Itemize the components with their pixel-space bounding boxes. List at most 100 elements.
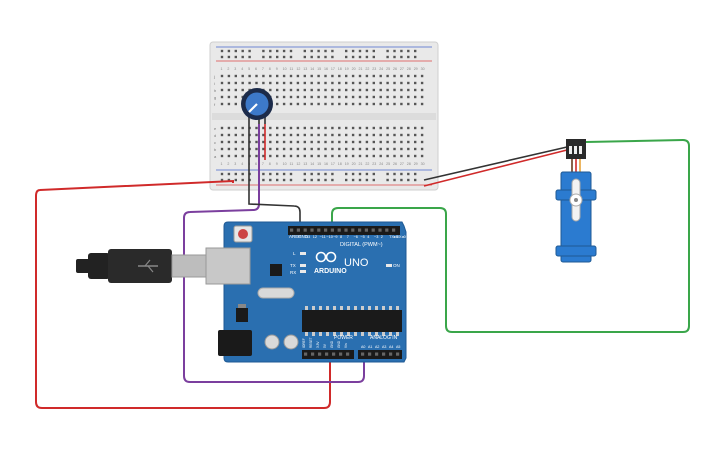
breadboard-hole[interactable] bbox=[310, 126, 313, 130]
breadboard-hole[interactable] bbox=[227, 95, 231, 99]
breadboard-hole[interactable] bbox=[338, 95, 341, 99]
breadboard-hole[interactable] bbox=[310, 140, 313, 144]
breadboard-hole[interactable] bbox=[241, 88, 244, 92]
rail-hole[interactable] bbox=[234, 55, 237, 59]
rail-hole[interactable] bbox=[324, 49, 327, 53]
breadboard-hole[interactable] bbox=[310, 95, 313, 99]
header-pin[interactable] bbox=[344, 228, 348, 232]
breadboard-hole[interactable] bbox=[338, 133, 341, 137]
rail-hole[interactable] bbox=[324, 55, 327, 59]
rail-hole[interactable] bbox=[407, 49, 410, 53]
breadboard-hole[interactable] bbox=[262, 147, 265, 151]
breadboard-hole[interactable] bbox=[241, 74, 244, 78]
breadboard-hole[interactable] bbox=[255, 154, 258, 158]
breadboard-hole[interactable] bbox=[227, 102, 231, 106]
breadboard-hole[interactable] bbox=[227, 147, 231, 151]
rail-hole[interactable] bbox=[282, 49, 286, 53]
rail-hole[interactable] bbox=[351, 178, 355, 182]
breadboard-hole[interactable] bbox=[255, 126, 258, 130]
breadboard-hole[interactable] bbox=[269, 81, 272, 85]
breadboard-hole[interactable] bbox=[338, 81, 341, 85]
rail-hole[interactable] bbox=[241, 49, 244, 53]
breadboard-hole[interactable] bbox=[386, 95, 389, 99]
breadboard-hole[interactable] bbox=[282, 126, 286, 130]
breadboard-hole[interactable] bbox=[282, 95, 286, 99]
breadboard-hole[interactable] bbox=[282, 154, 286, 158]
breadboard-hole[interactable] bbox=[241, 140, 244, 144]
breadboard-hole[interactable] bbox=[420, 126, 424, 130]
breadboard-hole[interactable] bbox=[420, 102, 424, 106]
rail-hole[interactable] bbox=[276, 55, 279, 59]
rail-hole[interactable] bbox=[400, 49, 403, 53]
header-pin[interactable] bbox=[317, 228, 321, 232]
breadboard-hole[interactable] bbox=[386, 88, 389, 92]
breadboard-hole[interactable] bbox=[400, 154, 403, 158]
breadboard-hole[interactable] bbox=[317, 102, 320, 106]
breadboard-hole[interactable] bbox=[358, 154, 362, 158]
breadboard-hole[interactable] bbox=[331, 140, 334, 144]
breadboard-hole[interactable] bbox=[289, 133, 293, 137]
rail-hole[interactable] bbox=[310, 49, 313, 53]
breadboard-hole[interactable] bbox=[372, 140, 375, 144]
wire-red-servo[interactable] bbox=[423, 149, 568, 187]
breadboard-hole[interactable] bbox=[379, 147, 382, 151]
breadboard-hole[interactable] bbox=[393, 74, 396, 78]
breadboard-hole[interactable] bbox=[393, 88, 396, 92]
breadboard-hole[interactable] bbox=[262, 133, 265, 137]
breadboard-hole[interactable] bbox=[414, 95, 417, 99]
breadboard-hole[interactable] bbox=[241, 147, 244, 151]
breadboard-hole[interactable] bbox=[220, 81, 224, 85]
breadboard-hole[interactable] bbox=[220, 74, 224, 78]
breadboard-hole[interactable] bbox=[227, 88, 231, 92]
rail-hole[interactable] bbox=[351, 55, 355, 59]
rail-hole[interactable] bbox=[400, 172, 403, 176]
breadboard-hole[interactable] bbox=[296, 140, 300, 144]
rail-hole[interactable] bbox=[289, 55, 293, 59]
breadboard-hole[interactable] bbox=[317, 154, 320, 158]
breadboard-hole[interactable] bbox=[372, 126, 375, 130]
breadboard-hole[interactable] bbox=[324, 133, 327, 137]
breadboard-hole[interactable] bbox=[358, 133, 362, 137]
rail-hole[interactable] bbox=[310, 55, 313, 59]
breadboard-hole[interactable] bbox=[324, 147, 327, 151]
rail-hole[interactable] bbox=[241, 178, 244, 182]
header-pin[interactable] bbox=[337, 228, 341, 232]
rail-hole[interactable] bbox=[358, 55, 362, 59]
breadboard-hole[interactable] bbox=[386, 102, 389, 106]
power-pin[interactable] bbox=[332, 352, 336, 356]
breadboard-hole[interactable] bbox=[386, 81, 389, 85]
breadboard-hole[interactable] bbox=[241, 133, 244, 137]
rail-hole[interactable] bbox=[227, 172, 231, 176]
breadboard-hole[interactable] bbox=[379, 102, 382, 106]
breadboard-hole[interactable] bbox=[372, 102, 375, 106]
rail-hole[interactable] bbox=[386, 55, 389, 59]
breadboard-hole[interactable] bbox=[303, 74, 306, 78]
breadboard-hole[interactable] bbox=[276, 133, 279, 137]
breadboard-hole[interactable] bbox=[289, 126, 293, 130]
rail-hole[interactable] bbox=[345, 172, 348, 176]
rail-hole[interactable] bbox=[407, 172, 410, 176]
breadboard-hole[interactable] bbox=[241, 81, 244, 85]
analog-pin[interactable] bbox=[361, 352, 365, 356]
rail-hole[interactable] bbox=[331, 55, 334, 59]
breadboard-hole[interactable] bbox=[282, 147, 286, 151]
rail-hole[interactable] bbox=[276, 172, 279, 176]
breadboard-hole[interactable] bbox=[317, 126, 320, 130]
breadboard-hole[interactable] bbox=[324, 154, 327, 158]
breadboard-hole[interactable] bbox=[220, 102, 224, 106]
rail-hole[interactable] bbox=[386, 172, 389, 176]
rail-hole[interactable] bbox=[331, 49, 334, 53]
rail-hole[interactable] bbox=[282, 55, 286, 59]
rail-hole[interactable] bbox=[365, 55, 369, 59]
breadboard-hole[interactable] bbox=[414, 154, 417, 158]
rail-hole[interactable] bbox=[289, 172, 293, 176]
breadboard-hole[interactable] bbox=[276, 154, 279, 158]
breadboard-hole[interactable] bbox=[310, 88, 313, 92]
breadboard-hole[interactable] bbox=[324, 88, 327, 92]
breadboard-hole[interactable] bbox=[365, 74, 369, 78]
breadboard-hole[interactable] bbox=[282, 133, 286, 137]
breadboard-hole[interactable] bbox=[234, 74, 237, 78]
rail-hole[interactable] bbox=[407, 178, 410, 182]
breadboard-hole[interactable] bbox=[351, 74, 355, 78]
rail-hole[interactable] bbox=[414, 172, 417, 176]
